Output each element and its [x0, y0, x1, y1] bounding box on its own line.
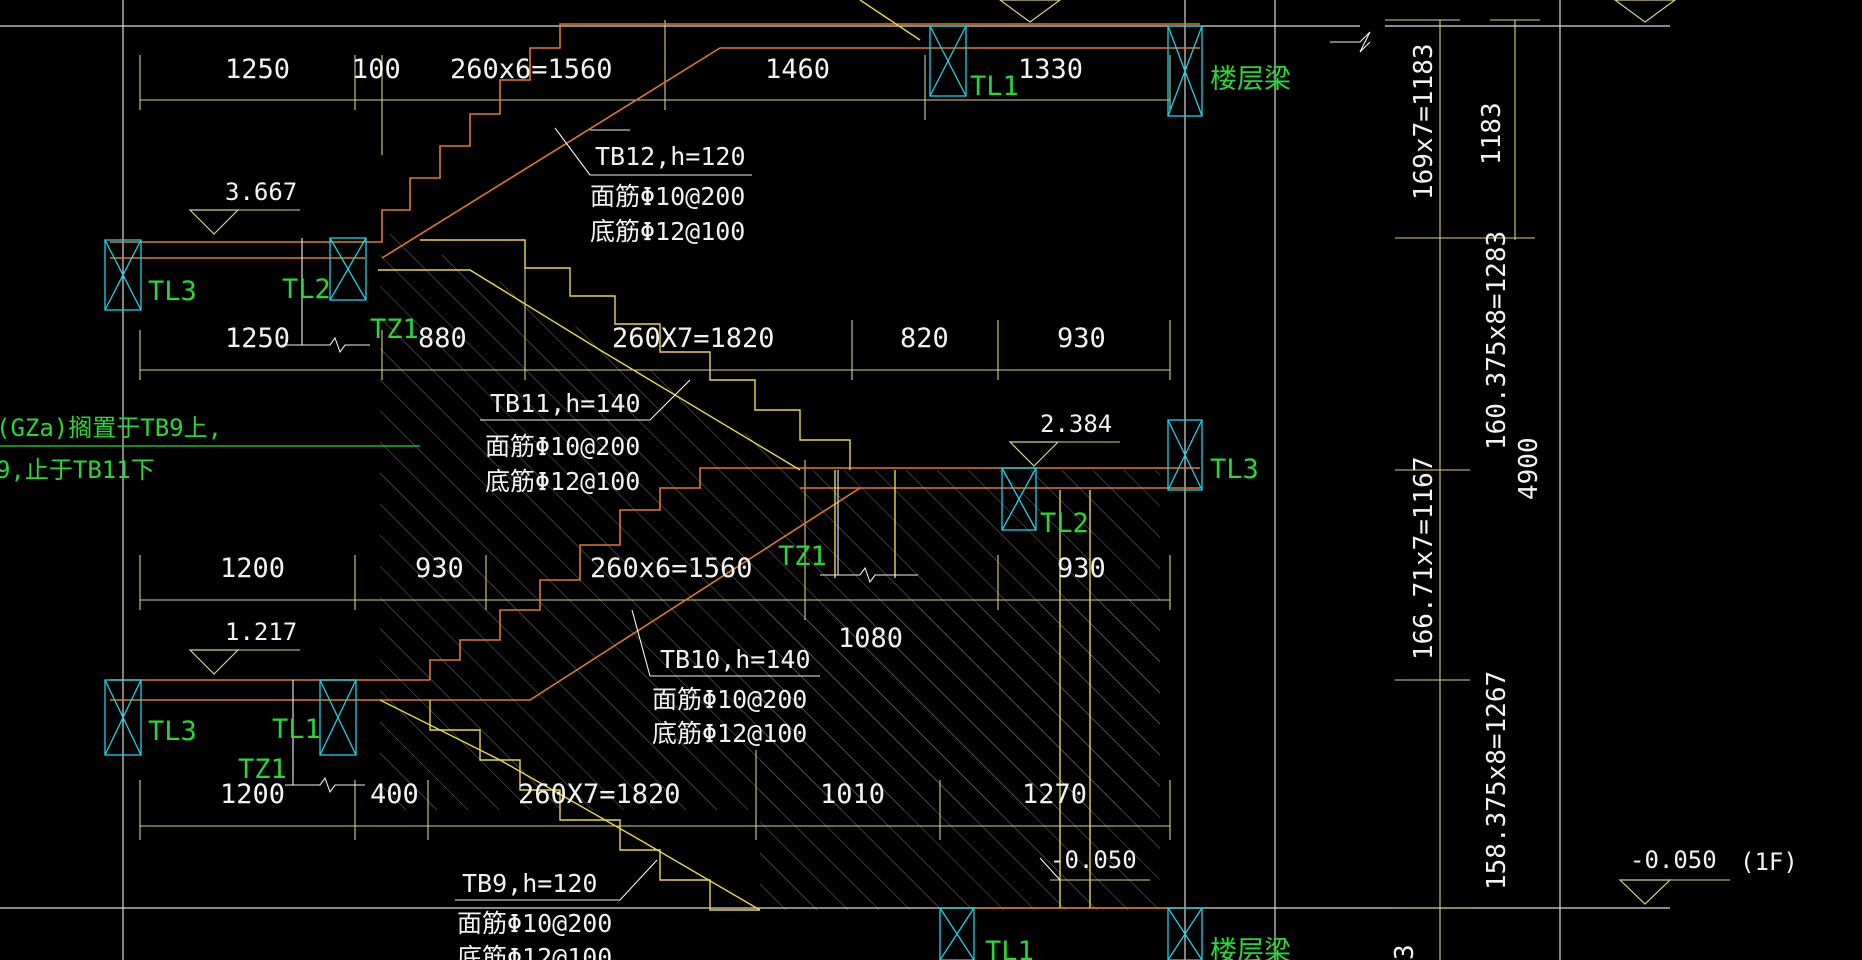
- label-tz1-b: TZ1: [778, 541, 827, 572]
- beam-sections: [104, 25, 1203, 960]
- dim-r3-4: 930: [1057, 553, 1106, 584]
- slab-tb10-bottom: 底筋Φ12@100: [652, 719, 807, 748]
- level-minus0050-a: -0.050: [1050, 846, 1137, 874]
- dim-r1-3: 260x6=1560: [450, 54, 613, 85]
- label-tl2-a: TL2: [282, 274, 331, 305]
- slab-tb11-bottom: 底筋Φ12@100: [485, 467, 640, 496]
- dimension-texts: 1250 100 260x6=1560 1460 1330 1250 880 2…: [220, 54, 1106, 810]
- vdim-2: 1183: [1477, 102, 1507, 165]
- beam-labels: TL3 TL2 TZ1 TL1 楼层梁 TL3 TL2 TZ1 TL3 TL1 …: [148, 64, 1291, 960]
- level-minus0050-b: -0.050: [1630, 846, 1717, 874]
- vdim-4: 4900: [1514, 437, 1544, 500]
- dim-r1-1: 1250: [225, 54, 290, 85]
- label-tz1-c: TZ1: [238, 754, 287, 785]
- label-floor-beam-a: 楼层梁: [1210, 64, 1291, 95]
- slab-labels: TB12,h=120 面筋Φ10@200 底筋Φ12@100 TB11,h=14…: [457, 142, 811, 960]
- slab-tb9-top: 面筋Φ10@200: [457, 909, 612, 938]
- dim-r3-3: 260x6=1560: [590, 553, 753, 584]
- note-line-2: 9,止于TB11下: [0, 456, 155, 484]
- label-tl3-a: TL3: [148, 276, 197, 307]
- grid-lines: [0, 0, 1670, 960]
- slab-tb12-bottom: 底筋Φ12@100: [590, 217, 745, 246]
- dim-r4-5: 1270: [1022, 779, 1087, 810]
- vdim-5: 166.71x7=1167: [1409, 457, 1439, 661]
- vertical-dimension-texts: 169x7=1183 1183 160.375x8=1283 4900 166.…: [1390, 43, 1544, 960]
- stair-outlines: [110, 23, 1200, 909]
- label-tl1-b: TL1: [272, 714, 321, 745]
- label-tl2-b: TL2: [1040, 508, 1089, 539]
- dim-r4-1: 1200: [220, 779, 285, 810]
- slab-tb9-bottom: 底筋Φ12@100: [457, 943, 612, 960]
- dim-r2-4: 820: [900, 323, 949, 354]
- dim-r3-1: 1200: [220, 553, 285, 584]
- slab-tb12-top: 面筋Φ10@200: [590, 182, 745, 211]
- level-1217: 1.217: [225, 618, 297, 646]
- dim-1080: 1080: [838, 623, 903, 654]
- dim-r4-4: 1010: [820, 779, 885, 810]
- vdim-1: 169x7=1183: [1409, 43, 1439, 200]
- slab-tb9-title: TB9,h=120: [462, 869, 597, 898]
- vdim-7: 3: [1390, 944, 1420, 960]
- dim-r3-2: 930: [415, 553, 464, 584]
- dim-r4-2: 400: [370, 779, 419, 810]
- level-markers: [188, 0, 1677, 905]
- slab-tb12-title: TB12,h=120: [595, 142, 746, 171]
- slab-tb11-title: TB11,h=140: [490, 389, 641, 418]
- level-2384: 2.384: [1040, 410, 1112, 438]
- label-tl1-c: TL1: [985, 936, 1034, 960]
- dimension-lines: [139, 19, 1730, 960]
- post-lines: [282, 31, 1371, 901]
- slab-tb11-top: 面筋Φ10@200: [485, 432, 640, 461]
- vdim-6: 158.375x8=1267: [1482, 671, 1512, 890]
- note-texts: (GZa)搁置于TB9上, 9,止于TB11下: [0, 414, 222, 484]
- dim-r4-3: 260X7=1820: [518, 779, 681, 810]
- note-line-1: (GZa)搁置于TB9上,: [0, 414, 222, 442]
- vdim-3: 160.375x8=1283: [1482, 231, 1512, 450]
- dim-r1-4: 1460: [765, 54, 830, 85]
- label-tl3-b: TL3: [1210, 454, 1259, 485]
- dim-r2-3: 260X7=1820: [612, 323, 775, 354]
- dim-r2-5: 930: [1057, 323, 1106, 354]
- label-tl1-a: TL1: [970, 71, 1019, 102]
- dim-r2-1: 1250: [225, 323, 290, 354]
- level-texts: 3.667 2.384 1.217 -0.050 -0.050 (1F): [225, 178, 1798, 876]
- floor-1f-label: (1F): [1740, 848, 1798, 876]
- dim-r2-2: 880: [418, 323, 467, 354]
- dim-r1-5: 1330: [1018, 54, 1083, 85]
- level-3667: 3.667: [225, 178, 297, 206]
- label-floor-beam-b: 楼层梁: [1210, 936, 1291, 960]
- yellow-stair-lines: [378, 0, 1091, 911]
- dim-r1-2: 100: [352, 54, 401, 85]
- slab-tb10-top: 面筋Φ10@200: [652, 685, 807, 714]
- label-tz1-a: TZ1: [370, 314, 419, 345]
- label-tl3-c: TL3: [148, 716, 197, 747]
- slab-tb10-title: TB10,h=140: [660, 645, 811, 674]
